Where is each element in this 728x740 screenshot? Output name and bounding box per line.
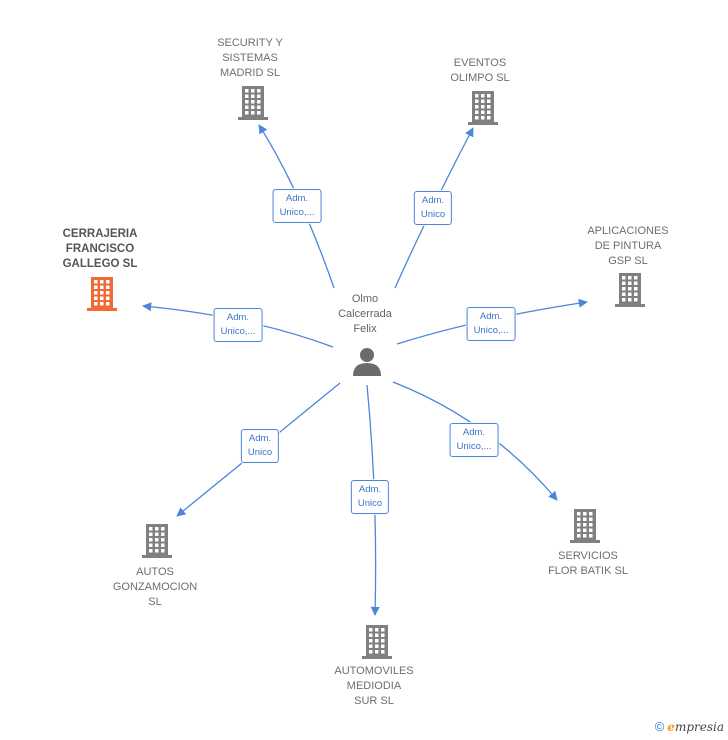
role-label-automoviles[interactable]: Adm. Unico (350, 480, 390, 514)
role-label-eventos[interactable]: Adm. Unico (413, 191, 453, 225)
building-icon (615, 273, 645, 307)
brand-e: e (667, 720, 675, 734)
role-label-aplicaciones[interactable]: Adm. Unico,... (466, 307, 516, 341)
company-name-cerrajeria[interactable]: CERRAJERIA FRANCISCO GALLEGO SL (62, 228, 138, 270)
copyright-icon: © (654, 719, 665, 734)
brand-name: mpresia (674, 720, 724, 734)
company-name-aplicaciones[interactable]: APLICACIONES DE PINTURA GSP SL (587, 225, 669, 267)
company-name-autos[interactable]: AUTOS GONZAMOCION SL (112, 566, 198, 608)
person-name[interactable]: Olmo Calcerrada Felix (338, 293, 392, 335)
company-name-security[interactable]: SECURITY Y SISTEMAS MADRID SL (217, 37, 283, 79)
role-label-security[interactable]: Adm. Unico,... (272, 189, 322, 223)
role-label-cerrajeria[interactable]: Adm. Unico,... (213, 308, 263, 342)
building-icon (142, 524, 172, 558)
building-icon (238, 86, 268, 120)
empresia-logo: ©empresia (655, 719, 724, 734)
company-name-automoviles[interactable]: AUTOMOVILES MEDIODIA SUR SL (334, 665, 414, 707)
building-icon (570, 509, 600, 543)
company-name-servicios[interactable]: SERVICIOS FLOR BATIK SL (548, 550, 628, 577)
role-label-servicios[interactable]: Adm. Unico,... (449, 423, 499, 457)
building-icon (87, 277, 117, 311)
building-icon (468, 91, 498, 125)
company-name-eventos[interactable]: EVENTOS OLIMPO SL (450, 57, 510, 84)
building-icon (362, 625, 392, 659)
person-icon (353, 348, 381, 376)
role-label-autos[interactable]: Adm. Unico (240, 429, 280, 463)
